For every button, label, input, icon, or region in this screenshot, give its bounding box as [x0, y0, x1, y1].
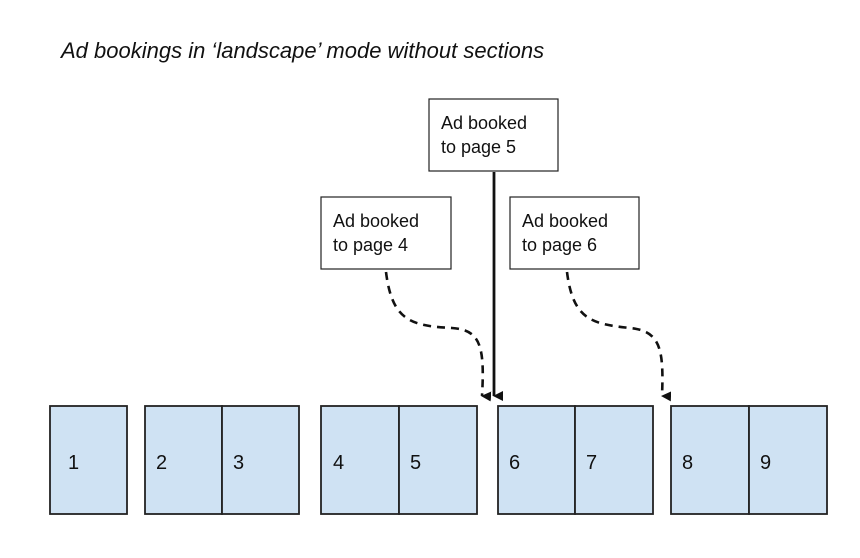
callout-line-1: Ad booked	[441, 113, 527, 133]
callout-line-1: Ad booked	[522, 211, 608, 231]
page-number: 6	[509, 452, 520, 474]
page	[320, 405, 400, 515]
page-number: 3	[233, 452, 244, 474]
callout-box	[428, 98, 559, 172]
callout-line-2: to page 5	[441, 137, 516, 157]
spread-4-5: 4 5	[320, 405, 478, 515]
callout-page-6: Ad booked to page 6	[509, 196, 640, 270]
page	[221, 405, 300, 515]
callout-box	[509, 196, 640, 270]
diagram-title: Ad bookings in ‘landscape’ mode without …	[59, 38, 544, 63]
callout-line-1: Ad booked	[333, 211, 419, 231]
callout-line-2: to page 4	[333, 235, 408, 255]
page-number: 1	[68, 452, 79, 474]
page	[49, 405, 128, 515]
callout-box	[320, 196, 452, 270]
page-number: 7	[586, 452, 597, 474]
callout-page-5: Ad booked to page 5	[428, 98, 559, 172]
callout-line-2: to page 6	[522, 235, 597, 255]
page-number: 4	[333, 452, 344, 474]
callout-page-4: Ad booked to page 4	[320, 196, 452, 270]
spread-2-3: 2 3	[144, 405, 300, 515]
spread-6-7: 6 7	[497, 405, 654, 515]
page-number: 9	[760, 452, 771, 474]
page	[398, 405, 478, 515]
spread-8-9: 8 9	[670, 405, 828, 515]
arrow-to-page-6	[565, 271, 672, 402]
page-number: 2	[156, 452, 167, 474]
page	[748, 405, 828, 515]
spread-1: 1	[49, 405, 128, 515]
page-number: 5	[410, 452, 421, 474]
page	[574, 405, 654, 515]
arrow-to-page-4	[384, 271, 492, 402]
page-number: 8	[682, 452, 693, 474]
